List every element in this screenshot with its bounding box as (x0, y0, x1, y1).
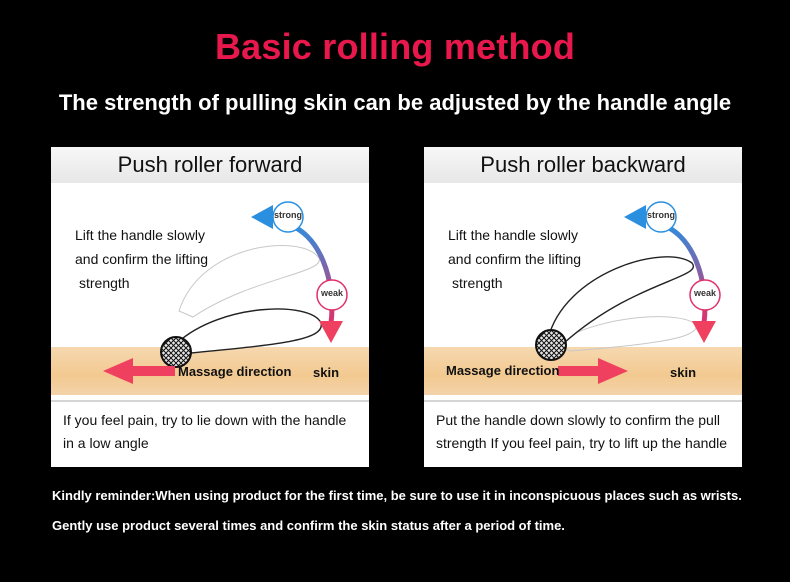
page-subtitle: The strength of pulling skin can be adju… (58, 90, 732, 115)
instruction-line: strength (452, 275, 503, 291)
instruction-line: Lift the handle slowly (75, 227, 205, 243)
strong-badge (272, 201, 304, 233)
illustration-push-forward: Lift the handle slowly and confirm the l… (51, 183, 369, 395)
panel-footer-note: If you feel pain, try to lie down with t… (51, 400, 369, 467)
strong-badge (645, 201, 677, 233)
massage-direction-arrow (103, 358, 175, 384)
arc-arrowhead-top (624, 205, 646, 229)
massage-direction-arrow (558, 358, 628, 384)
arc-arrowhead-bottom (692, 321, 716, 343)
roller-illustration (535, 201, 721, 384)
reminder-line-1: Kindly reminder:When using product for t… (52, 488, 742, 503)
reminder-line-2: Gently use product several times and con… (52, 518, 565, 533)
strong-label: strong (647, 210, 675, 220)
skin-label: skin (313, 365, 340, 380)
arc-arrowhead-top (251, 205, 273, 229)
instruction-text: Lift the handle slowly and confirm the l… (75, 223, 208, 295)
weak-badge (689, 279, 721, 311)
footer-line: in a low angle (63, 435, 149, 451)
illustration-push-backward: Lift the handle slowly and confirm the l… (424, 183, 742, 395)
massage-direction-label: Massage direction (178, 364, 292, 379)
page-title: Basic rolling method (214, 26, 576, 67)
panel-heading: Push roller backward (424, 147, 742, 183)
weak-label: weak (693, 288, 717, 298)
weak-badge (316, 279, 348, 311)
footer-line: If you feel pain, try to lie down with t… (63, 412, 347, 428)
roller-handle (547, 256, 695, 344)
panel-footer-note: Put the handle down slowly to confirm th… (424, 400, 742, 467)
footer-line: Put the handle down slowly to confirm th… (436, 412, 721, 428)
strong-label: strong (274, 210, 302, 220)
panel-push-backward: Push roller backward (424, 147, 742, 467)
instruction-line: strength (79, 275, 130, 291)
roller-illustration (103, 201, 348, 384)
ghost-handle (178, 245, 320, 318)
massage-direction-label: Massage direction (446, 363, 560, 378)
instruction-line: Lift the handle slowly (448, 227, 578, 243)
panel-heading: Push roller forward (51, 147, 369, 183)
roller-ball (160, 336, 192, 368)
roller-handle (175, 308, 322, 354)
instruction-line: and confirm the lifting (75, 251, 209, 267)
instruction-text: Lift the handle slowly and confirm the l… (448, 223, 581, 295)
skin-label: skin (670, 365, 697, 380)
roller-ball (535, 329, 567, 361)
instruction-line: and confirm the lifting (448, 251, 582, 267)
arc-arrowhead-bottom (319, 321, 343, 343)
footer-line: strength If you feel pain, try to lift u… (436, 435, 728, 451)
weak-label: weak (320, 288, 344, 298)
panel-push-forward: Push roller forward (51, 147, 369, 467)
